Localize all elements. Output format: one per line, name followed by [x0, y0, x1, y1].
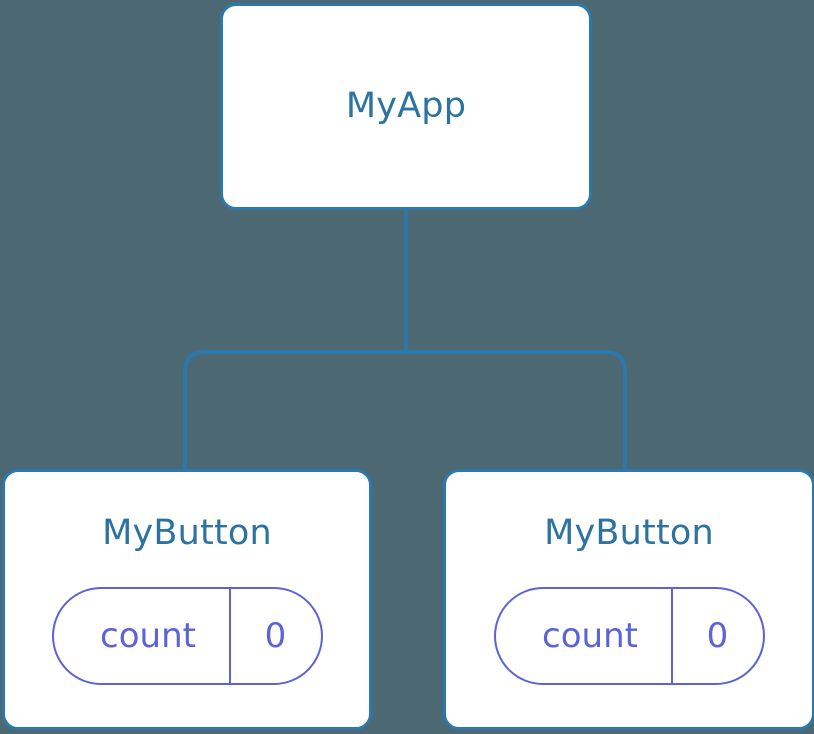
state-key-right: count	[542, 616, 638, 656]
state-pill-right[interactable]: count 0	[493, 587, 765, 685]
node-title-myapp: MyApp	[345, 86, 467, 126]
node-title-mybutton-right: MyButton	[544, 513, 714, 553]
node-mybutton-left[interactable]: MyButton count 0	[2, 469, 372, 730]
node-title-mybutton-left: MyButton	[102, 513, 272, 553]
state-value-left: 0	[228, 589, 321, 683]
state-value-right: 0	[670, 589, 763, 683]
edge-child-branches	[183, 350, 627, 470]
state-pill-left[interactable]: count 0	[51, 587, 323, 685]
state-key-left: count	[100, 616, 196, 656]
node-myapp[interactable]: MyApp	[220, 3, 592, 210]
node-mybutton-right[interactable]: MyButton count 0	[443, 469, 814, 730]
